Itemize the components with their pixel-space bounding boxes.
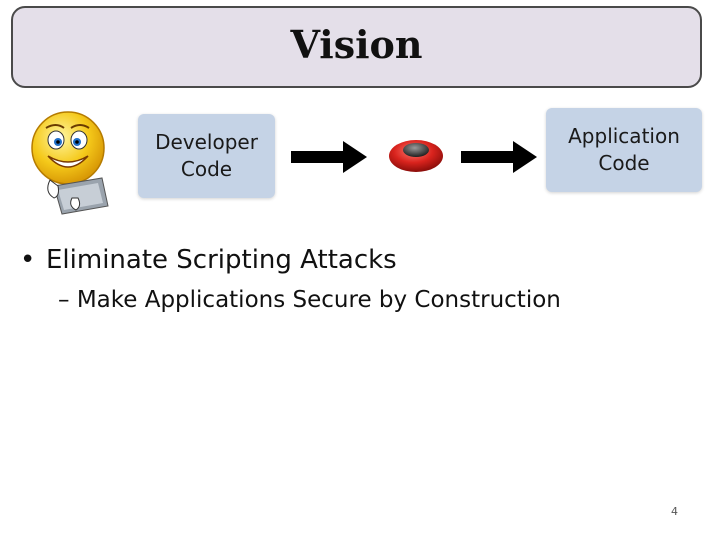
red-button-icon <box>389 140 443 172</box>
right-arrow-icon <box>461 141 537 173</box>
slide-title: Vision <box>290 21 423 67</box>
page-number: 4 <box>671 505 678 518</box>
right-arrow-icon <box>291 141 367 173</box>
application-code-box: Application Code <box>546 108 702 192</box>
title-banner: Vision <box>11 6 702 88</box>
bullet-marker: • <box>20 245 36 275</box>
bullet-item: • Eliminate Scripting Attacks <box>20 245 397 275</box>
sub-bullet-marker: – <box>58 287 70 313</box>
sub-bullet-text: Make Applications Secure by Construction <box>76 287 561 313</box>
sub-bullet-item: – Make Applications Secure by Constructi… <box>58 287 561 313</box>
smiley-typing-laptop-icon <box>31 111 109 215</box>
bullet-text: Eliminate Scripting Attacks <box>46 245 397 275</box>
developer-code-box: Developer Code <box>138 114 275 198</box>
